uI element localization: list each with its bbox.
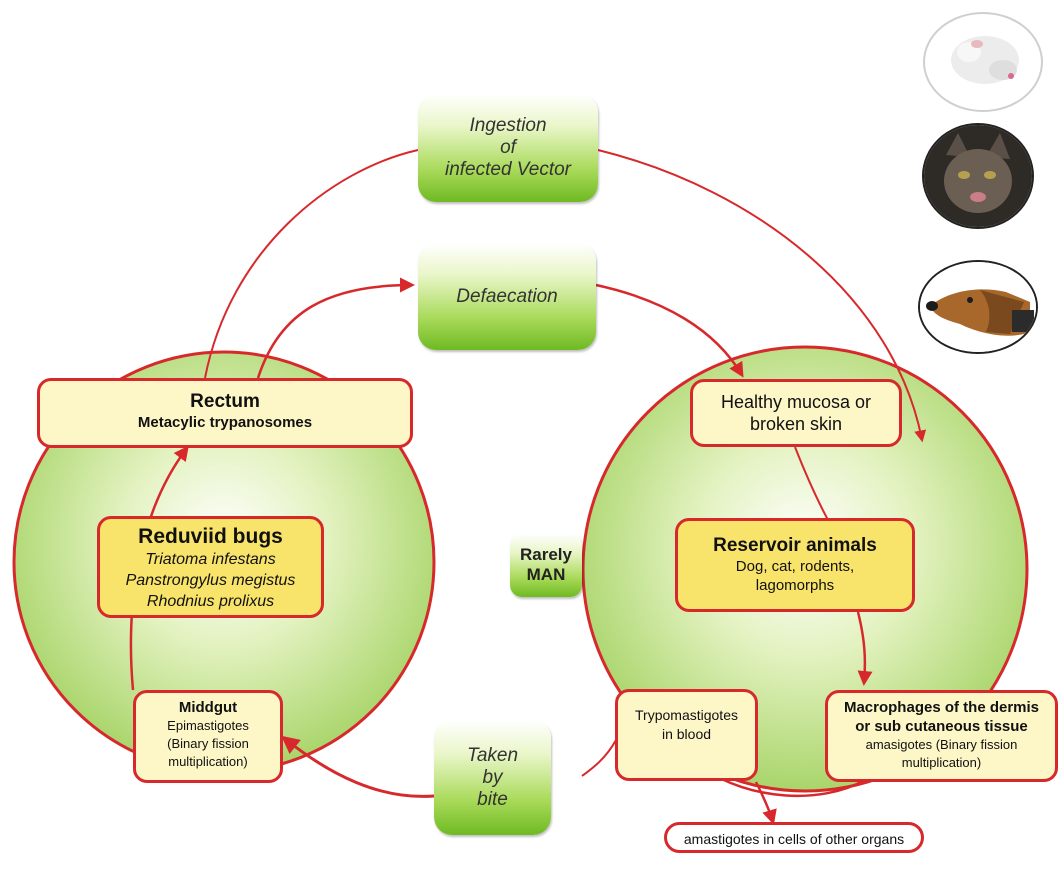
middgut-line-2: (Binary fission (167, 736, 249, 751)
rectum-box: Rectum Metacylic trypanosomes (37, 378, 413, 448)
species-1: Triatoma infestans (145, 551, 276, 568)
dog-photo (918, 260, 1038, 354)
ingestion-arrow (597, 149, 927, 443)
other-organs-label: amastigotes in cells of other organs (683, 831, 905, 847)
cat-photo (922, 123, 1034, 229)
middgut-box: Middgut Epimastigotes (Binary fission mu… (133, 690, 283, 783)
rarely-man-box: Rarely MAN (510, 533, 582, 597)
middgut-line-1: Epimastigotes (167, 718, 249, 733)
blood-to-bite-line (581, 739, 617, 777)
rarely-line-2: MAN (526, 565, 566, 584)
macrophages-title-2: or sub cutaneous tissue (855, 718, 1028, 735)
reservoir-line-1: Dog, cat, rodents, (735, 558, 855, 575)
bite-to-middgut-arrow (281, 735, 435, 798)
rarely-line-1: Rarely (520, 545, 572, 564)
mucosa-line-2: broken skin (749, 414, 843, 434)
rodent-photo (923, 12, 1043, 112)
defaecation-box: Defaecation (418, 243, 596, 350)
middgut-line-3: multiplication) (168, 754, 248, 769)
reduviid-title: Reduviid bugs (138, 525, 283, 548)
defaecation-in-arrow (256, 277, 415, 379)
ingestion-line-2: of (500, 137, 516, 158)
macrophages-line-2: multiplication) (901, 755, 982, 770)
reservoir-line-2: lagomorphs (755, 577, 835, 594)
mucosa-to-reservoir-line (794, 446, 829, 521)
ingestion-box: Ingestion of infected Vector (418, 94, 598, 202)
rectum-title: Rectum (190, 391, 260, 412)
defaecation-label: Defaecation (456, 285, 558, 307)
species-3: Rhodnius prolixus (146, 593, 275, 610)
other-organs-box: amastigotes in cells of other organs (664, 822, 924, 853)
mucosa-box: Healthy mucosa or broken skin (690, 379, 902, 447)
bite-line-2: by (482, 766, 503, 788)
rectum-subtitle: Metacylic trypanosomes (137, 414, 313, 431)
reservoir-title: Reservoir animals (713, 535, 877, 556)
macrophages-line-1: amasigotes (Binary fission (865, 737, 1018, 752)
macrophages-box: Macrophages of the dermis or sub cutaneo… (825, 690, 1058, 782)
reservoir-box: Reservoir animals Dog, cat, rodents, lag… (675, 518, 915, 612)
mucosa-line-1: Healthy mucosa or (720, 392, 872, 412)
trypo-line-1: Trypomastigotes (635, 707, 738, 723)
ingestion-line-3: infected Vector (444, 159, 572, 180)
bite-line-3: bite (477, 788, 508, 810)
taken-by-bite-box: Taken by bite (434, 720, 551, 835)
bite-line-1: Taken (466, 744, 519, 766)
ingestion-line-1: Ingestion (469, 115, 547, 136)
species-2: Panstrongylus megistus (125, 572, 296, 589)
defaecation-out-arrow (595, 283, 744, 378)
trypomastigotes-box: Trypomastigotes in blood (615, 689, 758, 781)
reservoir-to-macrophage-arrow (856, 611, 873, 686)
blood-to-organs-arrow (754, 781, 777, 825)
middgut-title: Middgut (178, 699, 238, 716)
reduviid-box: Reduviid bugs Triatoma infestans Panstro… (97, 516, 324, 618)
ingestion-arc (204, 149, 419, 379)
macrophages-title-1: Macrophages of the dermis (843, 699, 1040, 716)
trypo-line-2: in blood (661, 726, 712, 742)
